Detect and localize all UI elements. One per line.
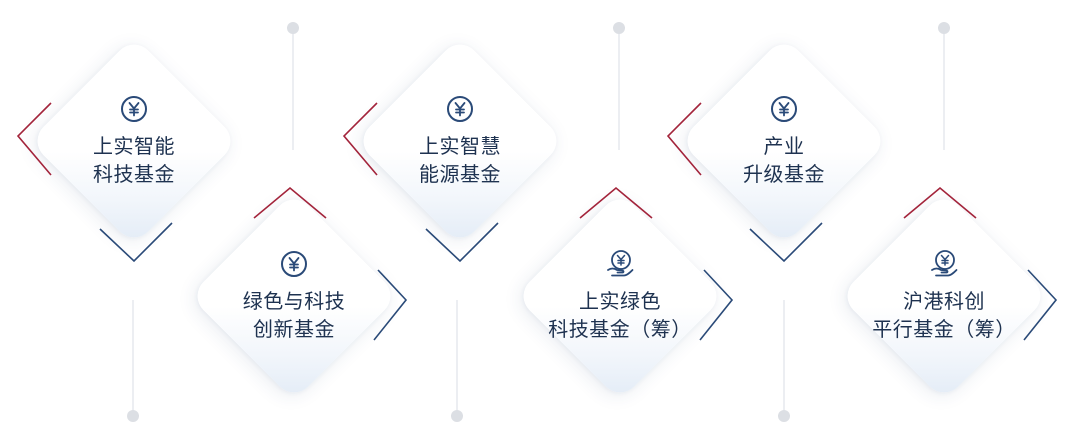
fund-name-line2: 能源基金 — [419, 162, 501, 186]
fund-name-line2: 科技基金（筹） — [548, 317, 692, 341]
fund-name-line2: 平行基金（筹） — [872, 317, 1016, 341]
fund-name-line1: 绿色与科技 — [242, 289, 346, 313]
yen-coin-icon — [281, 251, 307, 277]
yen-coin-icon — [771, 96, 797, 122]
yen-hand-icon — [607, 250, 634, 277]
fund-name-line1: 上实智能 — [93, 134, 175, 158]
fund-name-line1: 沪港科创 — [903, 289, 985, 313]
fund-card-hk-sh-innovation[interactable]: 沪港科创 平行基金（筹） — [836, 186, 1058, 404]
fund-name-line1: 上实绿色 — [579, 289, 661, 313]
yen-coin-icon — [121, 96, 147, 122]
yen-hand-icon — [931, 250, 958, 277]
fund-card-green-innovation[interactable]: 绿色与科技 创新基金 — [186, 186, 408, 404]
fund-name-line2: 创新基金 — [253, 317, 335, 341]
fund-name-line2: 升级基金 — [743, 162, 825, 186]
fund-name-line1: 产业 — [763, 134, 805, 158]
fund-name-line1: 上实智慧 — [419, 134, 501, 158]
fund-card-green-tech[interactable]: 上实绿色 科技基金（筹） — [512, 186, 734, 404]
yen-coin-icon — [447, 96, 473, 122]
fund-name-line2: 科技基金 — [93, 162, 175, 186]
